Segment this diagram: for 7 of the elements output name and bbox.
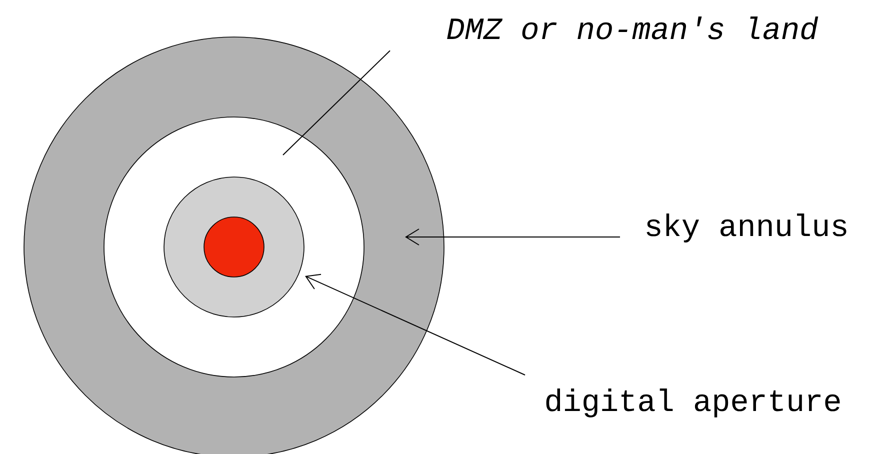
arrow <box>405 228 620 246</box>
callout-text: digital aperture <box>546 388 840 418</box>
callout-text: DMZ or no-man's land <box>447 16 818 40</box>
leader-line <box>282 50 390 156</box>
center-disc <box>204 216 264 278</box>
callout-text: sky annulus <box>646 214 846 242</box>
arrow <box>305 274 526 376</box>
